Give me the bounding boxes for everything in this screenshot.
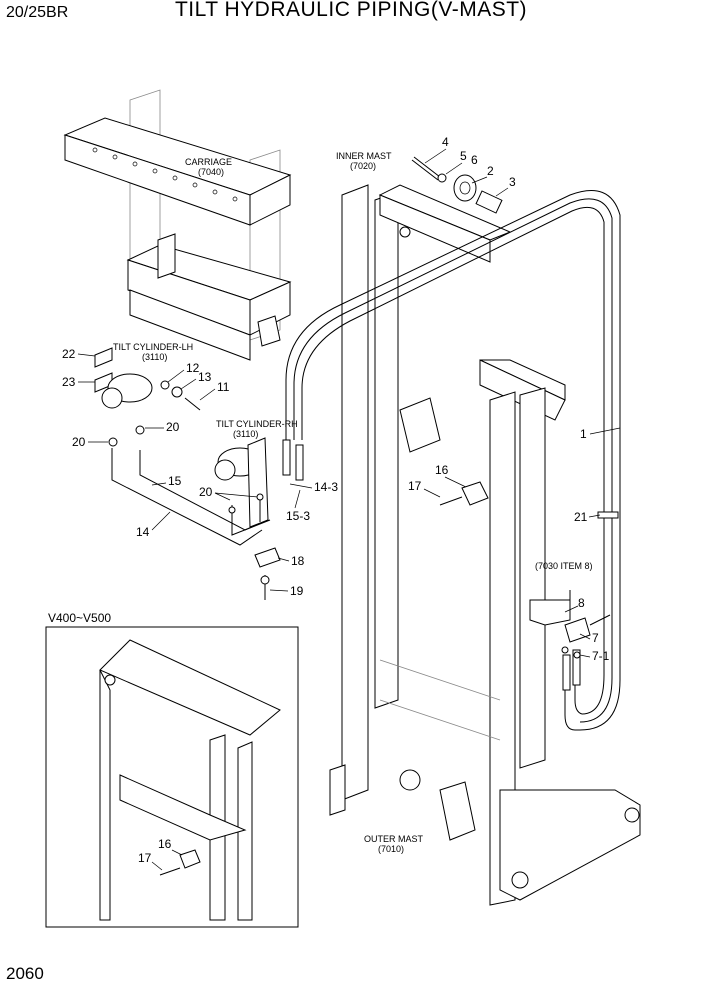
carriage-code: (7040) bbox=[198, 167, 224, 177]
callout-23: 23 bbox=[62, 375, 76, 389]
callout-15-3: 15-3 bbox=[286, 509, 310, 523]
callout-1: 1 bbox=[580, 427, 587, 441]
callout-7-1: 7-1 bbox=[592, 649, 610, 663]
callout-18: 18 bbox=[291, 554, 305, 568]
callout-6: 6 bbox=[471, 153, 478, 167]
outer-mast-label: OUTER MAST bbox=[364, 834, 424, 844]
inner-mast-code: (7020) bbox=[350, 161, 376, 171]
callout-2: 2 bbox=[487, 164, 494, 178]
callout-21: 21 bbox=[574, 510, 588, 524]
callout-19: 19 bbox=[290, 584, 304, 598]
tilt-rh-code: (3110) bbox=[233, 429, 258, 439]
callout-12: 12 bbox=[186, 361, 200, 375]
tilt-lh-code: (3110) bbox=[142, 352, 167, 362]
carriage-label: CARRIAGE bbox=[185, 157, 232, 167]
tilt-rh-label: TILT CYLINDER-RH bbox=[216, 419, 298, 429]
carriage-drawing: CARRIAGE (7040) bbox=[63, 89, 292, 361]
outer-mast-code: (7010) bbox=[378, 844, 404, 854]
callout-17b: 17 bbox=[138, 851, 152, 865]
callout-20c: 20 bbox=[199, 485, 213, 499]
callout-20b: 20 bbox=[166, 420, 180, 434]
callouts: 4 5 6 2 3 1 21 22 23 12 13 11 20 20 15 1… bbox=[62, 135, 621, 871]
mast-drawing: INNER MAST (7020) OUTER MAST (7010) bbox=[329, 151, 641, 906]
item-ref-label: (7030 ITEM 8) bbox=[535, 561, 593, 571]
callout-22: 22 bbox=[62, 347, 76, 361]
callout-16b: 16 bbox=[158, 837, 172, 851]
page-title: TILT HYDRAULIC PIPING(V-MAST) bbox=[174, 0, 528, 21]
callout-20a: 20 bbox=[72, 435, 86, 449]
pulley-parts bbox=[411, 156, 503, 214]
callout-4: 4 bbox=[442, 135, 449, 149]
callout-15: 15 bbox=[168, 474, 182, 488]
callout-14-3: 14-3 bbox=[314, 480, 338, 494]
tilt-lh-label: TILT CYLINDER-LH bbox=[113, 342, 193, 352]
inset-box: V400~V500 bbox=[45, 611, 299, 928]
callout-11: 11 bbox=[217, 380, 230, 394]
inner-mast-label: INNER MAST bbox=[336, 151, 392, 161]
right-fittings: (7030 ITEM 8) bbox=[529, 561, 611, 659]
callout-8: 8 bbox=[578, 596, 585, 610]
callout-7: 7 bbox=[592, 631, 599, 645]
tilt-cylinders-pipes: TILT CYLINDER-LH (3110) TILT CYLINDER-RH… bbox=[94, 342, 298, 600]
callout-17: 17 bbox=[408, 479, 422, 493]
callout-5: 5 bbox=[460, 149, 467, 163]
model-code: 20/25BR bbox=[6, 4, 69, 21]
callout-14: 14 bbox=[136, 525, 150, 539]
page-number: 2060 bbox=[6, 964, 44, 983]
hose-assembly bbox=[282, 190, 621, 731]
callout-3: 3 bbox=[509, 175, 516, 189]
callout-13: 13 bbox=[198, 370, 212, 384]
inset-label: V400~V500 bbox=[48, 611, 111, 625]
callout-16: 16 bbox=[435, 463, 449, 477]
